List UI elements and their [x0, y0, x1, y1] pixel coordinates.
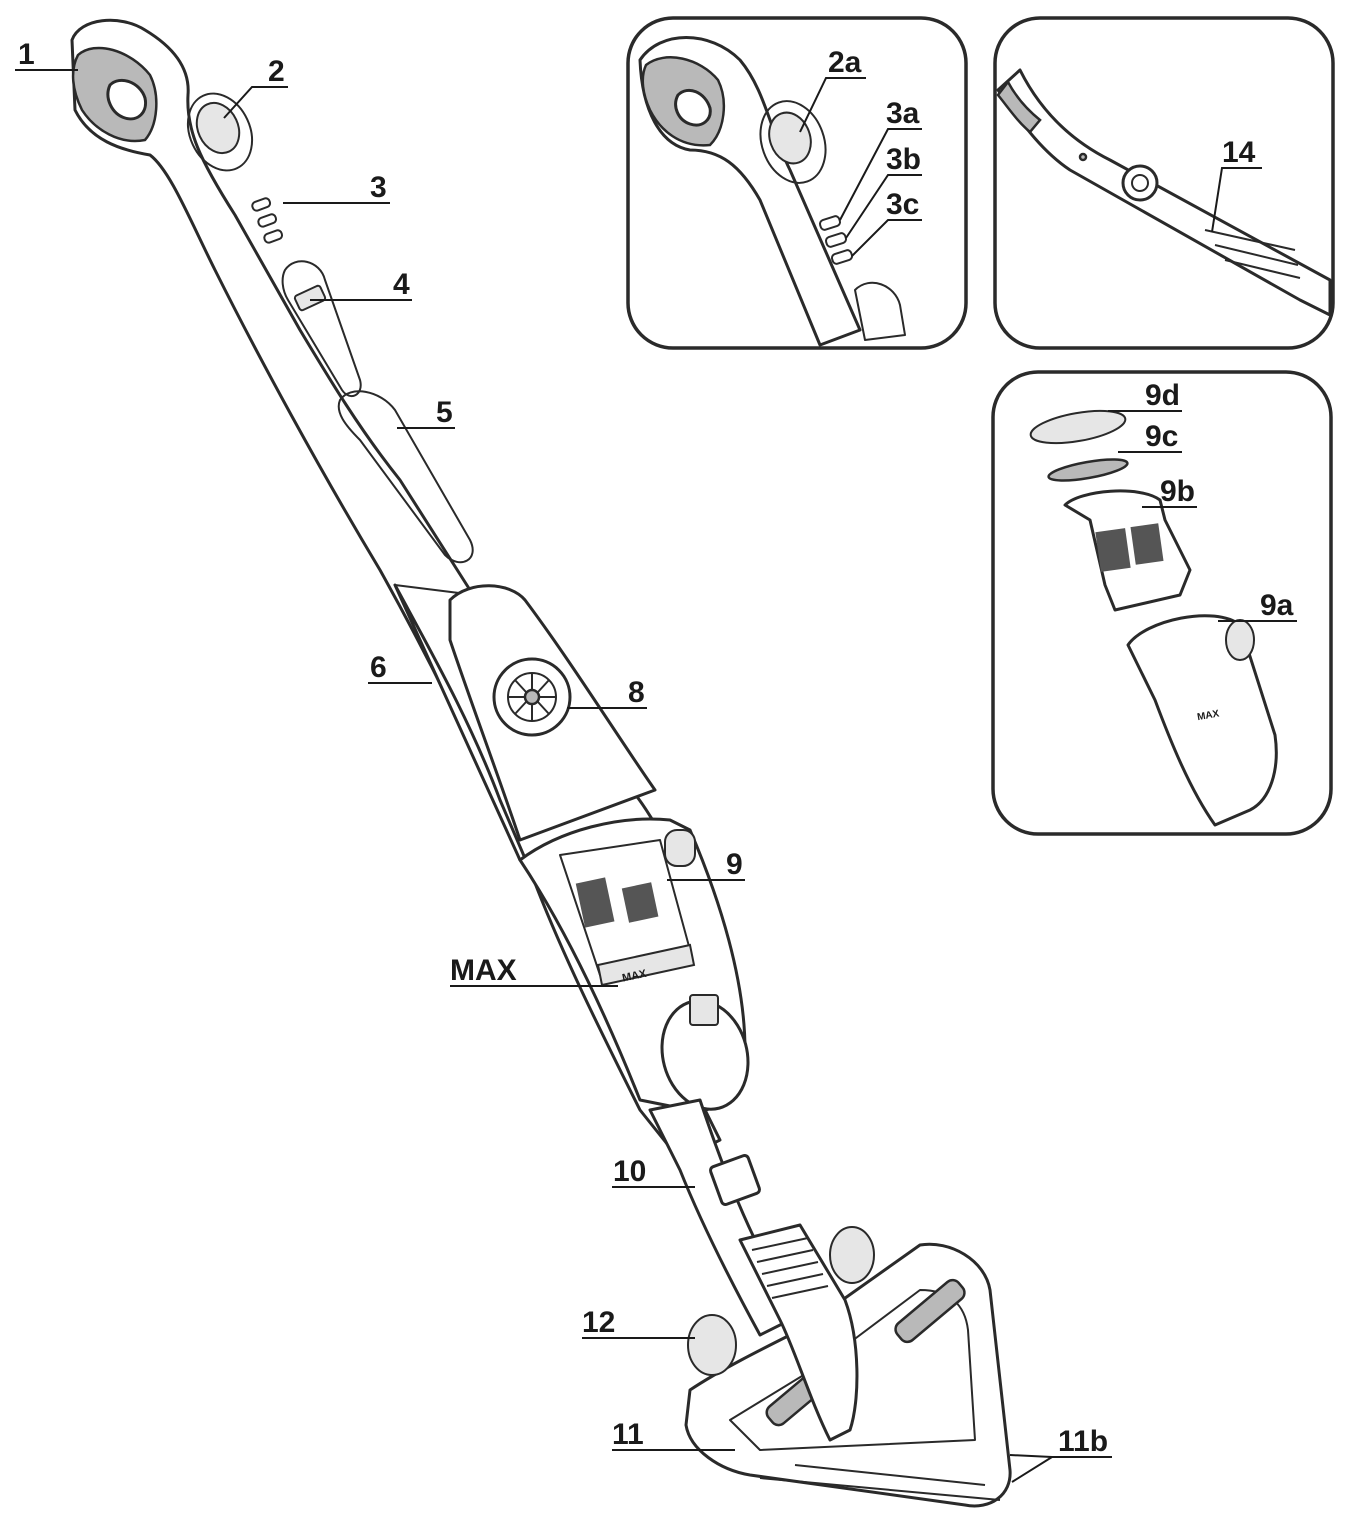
motor-filter-wheel-blades	[508, 673, 556, 721]
charging-socket	[1121, 164, 1159, 202]
nozzle-joint	[738, 1223, 859, 1442]
handle-detail-panel	[626, 16, 968, 350]
handle-detail-led-2	[824, 232, 848, 248]
callout-labels: 1 2 3 4 5 6 8 9 MAX 10 12 11 11b 2a 3a 3…	[18, 38, 1294, 1458]
callout-5: 5	[436, 396, 453, 429]
handle-detail-led-1	[818, 215, 842, 231]
callout-max: MAX	[450, 954, 517, 987]
charging-socket-inner	[1131, 174, 1149, 192]
leader-2a	[799, 77, 866, 133]
socket-detail-stripe	[996, 79, 1042, 134]
speed-slider-track	[281, 260, 362, 398]
callout-2a: 2a	[828, 46, 862, 79]
callout-9: 9	[726, 848, 743, 881]
callout-14: 14	[1222, 136, 1256, 169]
max-marking: MAX	[621, 968, 648, 985]
callout-9d: 9d	[1145, 379, 1180, 412]
callout-1: 1	[18, 38, 35, 71]
nozzle-joint-ribs	[751, 1237, 829, 1299]
callout-8: 8	[628, 676, 645, 709]
callout-3: 3	[370, 171, 387, 204]
battery-window	[337, 390, 474, 564]
led-1	[251, 197, 272, 212]
part-9d-lid	[1029, 409, 1127, 445]
leader-14	[1211, 167, 1262, 233]
grip-hole	[106, 79, 148, 121]
dust-container-latch	[689, 994, 719, 1026]
socket-detail-frame	[993, 16, 1335, 350]
dust-filter-mesh-2	[621, 882, 659, 923]
dust-container-button	[664, 829, 696, 867]
handle-detail-slider	[854, 281, 906, 341]
callout-9c: 9c	[1145, 420, 1178, 453]
callout-9a: 9a	[1260, 589, 1294, 622]
max-marking-detail: MAX	[1196, 708, 1220, 723]
callout-3a: 3a	[886, 97, 920, 130]
wheel-left	[687, 1314, 737, 1376]
led-2	[257, 213, 278, 228]
part-9c-seal	[1047, 458, 1129, 482]
part-9b-mesh-1	[1095, 528, 1131, 572]
power-button-ring	[186, 92, 254, 172]
power-button	[195, 101, 241, 155]
nozzle-front-edge-2	[794, 1464, 986, 1486]
callout-3b: 3b	[886, 143, 921, 176]
handle-detail-power-ring	[759, 100, 827, 184]
nozzle-front-edge	[759, 1477, 1001, 1501]
socket-detail-lines	[1204, 229, 1301, 279]
callout-4: 4	[393, 268, 410, 301]
part-9b-mesh-2	[1130, 523, 1164, 565]
stick-vacuum: MAX	[70, 18, 1012, 1508]
socket-detail-panel	[993, 16, 1335, 350]
leader-lines	[15, 69, 1297, 1483]
container-detail-panel: MAX	[991, 370, 1333, 836]
part-9a-container	[1126, 614, 1278, 827]
dust-filter-mesh-1	[575, 877, 615, 928]
callout-6: 6	[370, 651, 387, 684]
max-band	[596, 943, 696, 987]
callout-3c: 3c	[886, 188, 919, 221]
leader-3a	[839, 128, 922, 221]
leader-3b	[845, 174, 922, 239]
part-9a-button	[1225, 619, 1255, 661]
lower-tube	[648, 1098, 792, 1337]
nozzle-roller-right	[894, 1278, 966, 1344]
wheel-right	[829, 1226, 875, 1284]
callout-11b: 11b	[1058, 1425, 1108, 1458]
handle-detail-led-3	[830, 249, 854, 265]
socket-detail-dot	[1078, 152, 1088, 162]
speed-slider-knob	[293, 284, 327, 312]
handle-detail-power-button	[768, 111, 812, 165]
callout-10: 10	[613, 1155, 646, 1188]
led-3	[263, 229, 284, 244]
callout-9b: 9b	[1160, 475, 1195, 508]
leader-3c	[851, 219, 922, 257]
neck-clip	[708, 1153, 762, 1207]
handle-detail-grip-hole	[674, 89, 712, 127]
callout-2: 2	[268, 55, 285, 88]
leader-2	[223, 86, 288, 119]
leader-11b	[1009, 1454, 1112, 1483]
callout-11: 11	[612, 1418, 644, 1451]
motor-filter-wheel-hub	[523, 688, 541, 706]
callout-12: 12	[582, 1306, 615, 1339]
